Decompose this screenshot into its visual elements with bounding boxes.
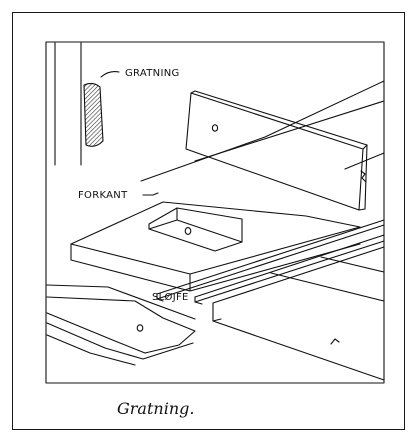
- lower-plank-hole: [136, 324, 144, 332]
- figure-frame: [12, 12, 405, 430]
- sketch-svg: GRATNING FORKANT SLØJFE: [45, 41, 385, 384]
- main-board: [70, 201, 361, 292]
- board-hole: [184, 227, 192, 235]
- floor-panel: [212, 246, 385, 381]
- label-forkant: FORKANT: [78, 190, 128, 201]
- upper-board: [140, 80, 385, 182]
- figure-caption: Gratning.: [117, 399, 195, 418]
- plank-hole: [211, 124, 219, 132]
- label-gratning: GRATNING: [125, 68, 180, 79]
- sketch-illustration: GRATNING FORKANT SLØJFE: [45, 41, 385, 384]
- vertical-post: [54, 42, 82, 166]
- figure-box: [45, 41, 385, 384]
- lower-left-plank: [46, 284, 196, 366]
- floating-plank: [185, 90, 368, 211]
- label-slojfe: SLØJFE: [152, 291, 189, 303]
- gratning-profile: [83, 82, 104, 147]
- groove-rails: [156, 219, 385, 305]
- gratning-leader: [100, 71, 120, 78]
- forkant-leader: [142, 192, 159, 196]
